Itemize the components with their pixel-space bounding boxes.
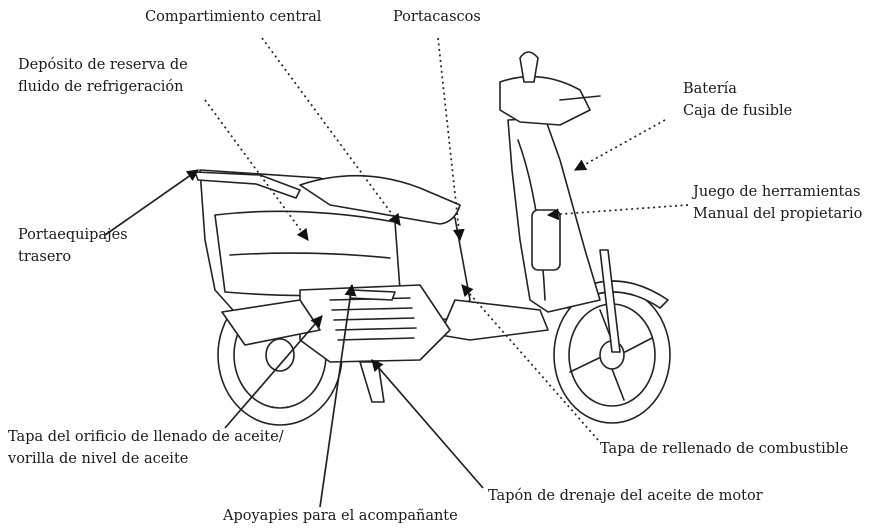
leader-bateria xyxy=(573,119,666,171)
leader-portacascos xyxy=(437,37,465,242)
front-fork xyxy=(599,249,621,353)
label-deposito-line2: fluido de refrigeración xyxy=(18,79,184,95)
muffler xyxy=(221,299,321,346)
label-tapa-combustible: Tapa de rellenado de combustible xyxy=(600,441,849,457)
label-apoyapies: Apoyapies para el acompañante xyxy=(223,508,458,524)
label-tapa-aceite-line2: vorilla de nivel de aceite xyxy=(8,451,189,467)
label-bateria-line1: Batería xyxy=(683,81,737,97)
leader-portaequipajes xyxy=(104,169,199,236)
floorboard xyxy=(439,299,549,341)
engine xyxy=(299,284,451,363)
label-portacascos: Portacascos xyxy=(393,9,481,25)
label-juego-line2: Manual del propietario xyxy=(693,206,863,222)
label-bateria-line2: Caja de fusible xyxy=(683,103,793,119)
label-tapon-drenaje: Tapón de drenaje del aceite de motor xyxy=(488,488,763,504)
leader-apoyapies xyxy=(319,283,357,508)
leader-tapa-aceite xyxy=(224,315,323,429)
label-portaequipajes-line1: Portaequipajes xyxy=(18,227,128,243)
label-portaequipajes-line2: trasero xyxy=(18,249,72,265)
front-wheel xyxy=(553,286,671,424)
handlebar xyxy=(499,75,591,126)
leader-juego xyxy=(546,204,689,221)
footpeg xyxy=(349,289,396,301)
leader-combustible xyxy=(461,284,599,441)
label-tapa-aceite-line1: Tapa del orificio de llenado de aceite/ xyxy=(8,429,284,445)
leader-compartimiento xyxy=(261,37,401,226)
leader-drenaje xyxy=(371,359,484,489)
leader-deposito xyxy=(204,99,309,241)
center-stand xyxy=(359,361,385,403)
label-deposito-line1: Depósito de reserva de xyxy=(18,57,188,73)
label-compartimiento-central: Compartimiento central xyxy=(145,9,322,25)
label-juego-line1: Juego de herramientas xyxy=(693,184,861,200)
seat xyxy=(299,174,461,225)
